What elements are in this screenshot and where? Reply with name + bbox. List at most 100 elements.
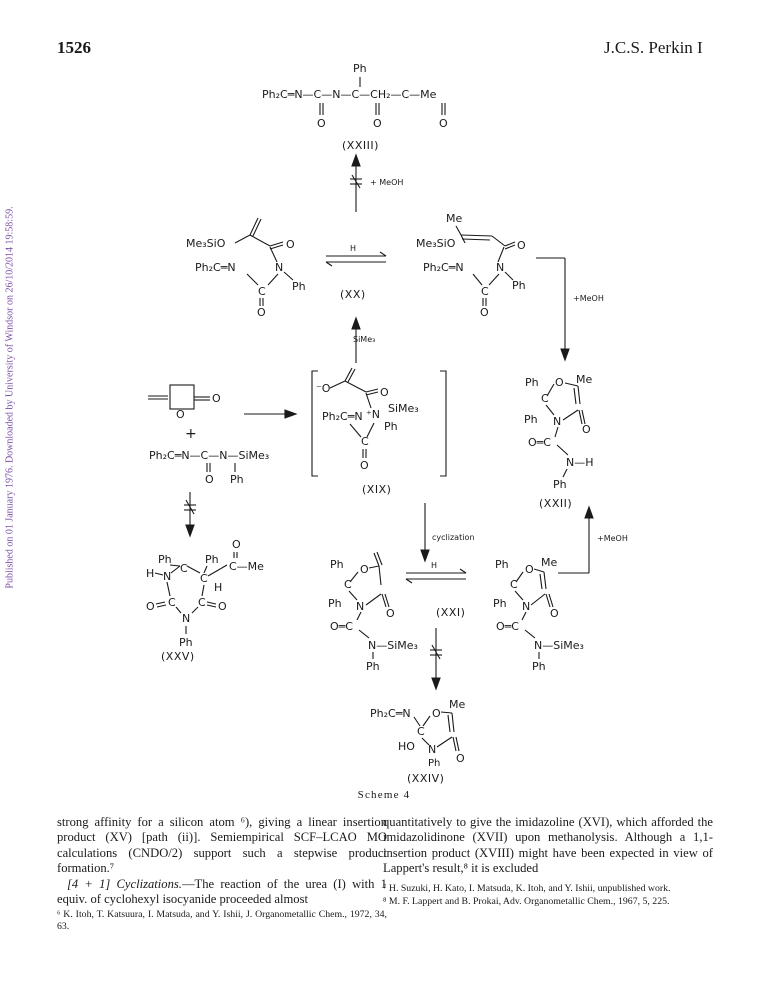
svg-text:Ph: Ph: [553, 478, 567, 491]
svg-text:C: C: [180, 562, 188, 575]
compound-xx-right: Me Me₃SiO O Ph₂C═N N Ph C O: [416, 212, 526, 319]
paragraph: quantitatively to give the imidazoline (…: [383, 815, 713, 876]
svg-text:N—SiMe₃: N—SiMe₃: [534, 639, 584, 652]
compound-label-xxiv: (XXIV): [407, 772, 444, 785]
svg-text:Ph: Ph: [532, 660, 546, 673]
svg-text:O═C: O═C: [528, 436, 551, 449]
svg-text:Ph₂C═N: Ph₂C═N: [195, 261, 236, 274]
svg-text:N: N: [428, 743, 436, 756]
svg-text:Me₃SiO: Me₃SiO: [186, 237, 226, 250]
svg-text:O: O: [212, 392, 221, 405]
svg-text:Ph₂C═N: Ph₂C═N: [322, 410, 363, 423]
svg-text:⁻O: ⁻O: [316, 382, 331, 395]
arrow-label-cyclization: cyclization: [432, 533, 474, 542]
svg-text:H: H: [146, 567, 154, 580]
svg-text:C—Me: C—Me: [229, 560, 264, 573]
svg-text:Ph: Ph: [292, 280, 306, 293]
svg-text:O: O: [205, 473, 214, 486]
svg-text:O: O: [146, 600, 155, 613]
svg-text:O: O: [360, 459, 369, 472]
paragraph: strong affinity for a silicon atom ⁶), g…: [57, 815, 387, 876]
svg-text:Ph₂C═N: Ph₂C═N: [370, 707, 411, 720]
svg-text:Ph: Ph: [230, 473, 244, 486]
section-heading: [4 + 1] Cyclizations.: [67, 876, 182, 891]
svg-text:O: O: [257, 306, 266, 319]
svg-text:C: C: [541, 392, 549, 405]
svg-text:O: O: [582, 423, 591, 436]
svg-text:Me₃SiO: Me₃SiO: [416, 237, 456, 250]
svg-text:Ph: Ph: [495, 558, 509, 571]
svg-text:Me: Me: [576, 373, 592, 386]
arrow-label-meoh-right: +MeOH: [573, 294, 604, 303]
svg-text:O═C: O═C: [496, 620, 519, 633]
atom-o: O: [373, 117, 382, 130]
svg-text:N: N: [182, 612, 190, 625]
svg-text:H: H: [214, 581, 222, 594]
svg-text:C: C: [200, 572, 208, 585]
arrow-label-h-xxi: H: [431, 561, 437, 570]
svg-text:C: C: [417, 725, 425, 738]
arrow-label-meoh-top: + MeOH: [370, 178, 403, 187]
compound-label-xx: (XX): [340, 288, 366, 301]
body-column-left: strong affinity for a silicon atom ⁶), g…: [57, 815, 387, 932]
svg-text:C: C: [361, 435, 369, 448]
svg-text:N: N: [553, 415, 561, 428]
svg-text:Ph: Ph: [205, 553, 219, 566]
svg-text:O: O: [386, 607, 395, 620]
compound-label-xxii: (XXII): [539, 497, 572, 510]
reaction-scheme: Ph Ph₂C═N—C—N—C—CH₂—C—Me O O O (XXIII) +…: [146, 62, 628, 785]
compound-xix: ⁻O O Ph₂C═N ⁺N SiMe₃ Ph C O (XIX): [311, 367, 447, 496]
compound-xxiii: Ph Ph₂C═N—C—N—C—CH₂—C—Me O O O (XXIII): [262, 62, 448, 152]
svg-text:Ph: Ph: [428, 758, 440, 769]
arrow-label-h-xx: H: [350, 244, 356, 253]
svg-text:N: N: [275, 261, 283, 274]
svg-text:N: N: [356, 600, 364, 613]
compound-xxi-right: Ph O Me C Ph N O O═C N—SiMe₃ Ph: [493, 556, 584, 673]
svg-text:N: N: [163, 570, 171, 583]
svg-text:Ph: Ph: [512, 279, 526, 292]
svg-text:O: O: [232, 538, 241, 551]
compound-label-xxv: (XXV): [161, 650, 195, 663]
compound-label-xxi: (XXI): [436, 606, 465, 619]
xxiii-chain: Ph₂C═N—C—N—C—CH₂—C—Me: [262, 88, 437, 101]
svg-text:⁺N: ⁺N: [366, 408, 380, 421]
svg-text:Ph₂C═N—C—N—SiMe₃: Ph₂C═N—C—N—SiMe₃: [149, 449, 269, 462]
svg-text:HO: HO: [398, 740, 415, 753]
compound-xxi-left: Ph O C Ph N O O═C N—SiMe₃ Ph: [328, 551, 418, 673]
svg-text:N: N: [522, 600, 530, 613]
svg-text:Me: Me: [541, 556, 557, 569]
svg-text:Me: Me: [449, 698, 465, 711]
atom-o: O: [439, 117, 448, 130]
svg-text:O: O: [525, 563, 534, 576]
atom-o: O: [317, 117, 326, 130]
journal-name: J.C.S. Perkin I: [604, 38, 703, 57]
arrow-label-sime3: SiMe₃: [353, 335, 375, 344]
svg-text:Me: Me: [446, 212, 462, 225]
footnote-6: ⁶ K. Itoh, T. Katsuura, I. Matsuda, and …: [57, 909, 388, 932]
svg-text:N: N: [496, 261, 504, 274]
svg-text:C: C: [258, 285, 266, 298]
footnote-7: ⁷ H. Suzuki, H. Kato, I. Matsuda, K. Ito…: [383, 882, 671, 894]
compound-label-xxiii: (XXIII): [342, 139, 379, 152]
svg-text:+: +: [185, 426, 197, 442]
svg-text:O: O: [218, 600, 227, 613]
svg-text:Ph: Ph: [366, 660, 380, 673]
svg-text:O═C: O═C: [330, 620, 353, 633]
svg-text:O: O: [550, 607, 559, 620]
svg-text:O: O: [517, 239, 526, 252]
svg-text:O: O: [456, 752, 465, 765]
svg-text:N—SiMe₃: N—SiMe₃: [368, 639, 418, 652]
svg-text:SiMe₃: SiMe₃: [388, 402, 419, 415]
urea-starting-material: Ph₂C═N—C—N—SiMe₃ O Ph: [149, 449, 269, 486]
svg-text:O: O: [360, 563, 369, 576]
svg-text:Ph: Ph: [384, 420, 398, 433]
svg-text:Ph: Ph: [179, 636, 193, 649]
svg-text:Ph: Ph: [330, 558, 344, 571]
svg-text:Ph: Ph: [524, 413, 538, 426]
svg-text:O: O: [176, 408, 185, 421]
svg-text:N—H: N—H: [566, 456, 594, 469]
svg-text:C: C: [481, 285, 489, 298]
compound-label-xix: (XIX): [362, 483, 391, 496]
compound-xxii: Ph O Me C Ph N O O═C N—H Ph (XXII): [524, 373, 594, 510]
diketene: O O: [148, 384, 221, 421]
